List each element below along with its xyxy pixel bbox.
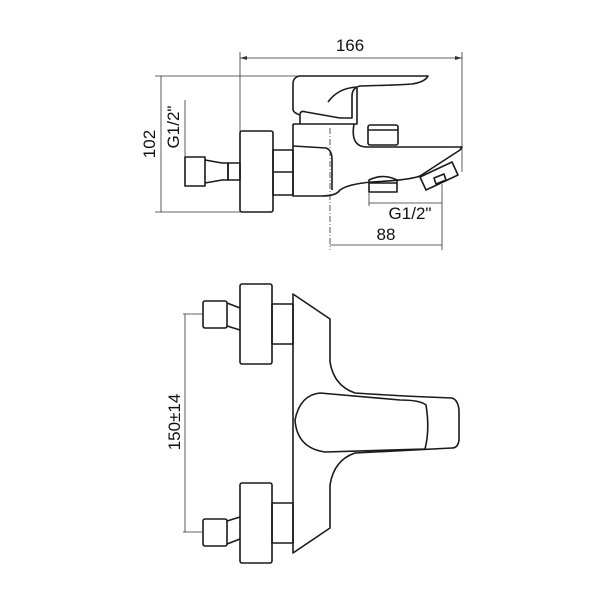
dimension-label-150: 150±14 <box>165 394 184 451</box>
front-view: 150±14 <box>165 283 460 564</box>
dimension-label-88: 88 <box>377 225 396 244</box>
dimension-overall-length: 166 <box>239 36 463 212</box>
dimension-label-166: 166 <box>336 36 364 55</box>
dimension-inlet-spacing: 150±14 <box>165 313 203 533</box>
side-view: 166 102 G1/2" <box>140 36 463 250</box>
inlet-thread-label: G1/2" <box>164 106 183 149</box>
outlet-thread-label: G1/2" <box>389 204 432 223</box>
dimension-outlet-thread: G1/2" <box>368 192 442 223</box>
dimension-outlet-distance: 88 <box>330 184 443 250</box>
dimension-label-102: 102 <box>140 130 159 158</box>
dimension-inlet-thread: G1/2" <box>164 100 186 186</box>
